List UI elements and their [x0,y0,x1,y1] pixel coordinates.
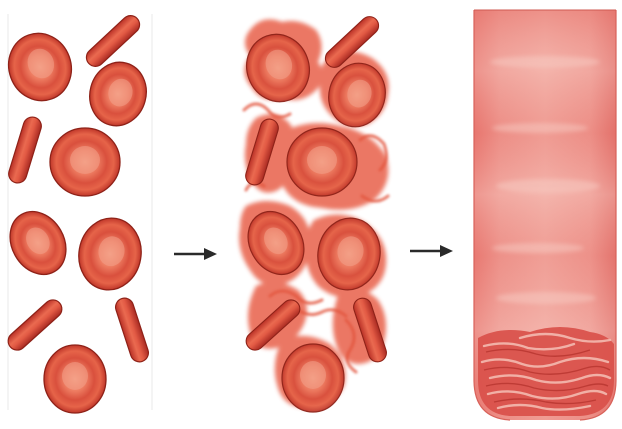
stroma-sediment [478,327,614,416]
right-arrow-icon [410,245,453,257]
red-cell-front [50,128,120,196]
panel-hemolysed-tube [474,10,616,420]
panel-intact-cells [0,8,156,420]
red-cell-ghost [282,344,344,412]
red-cell-ghost [287,128,357,196]
panel-lysing-cells [237,8,392,420]
red-cell-front [44,345,106,413]
right-arrow-icon [174,248,217,260]
